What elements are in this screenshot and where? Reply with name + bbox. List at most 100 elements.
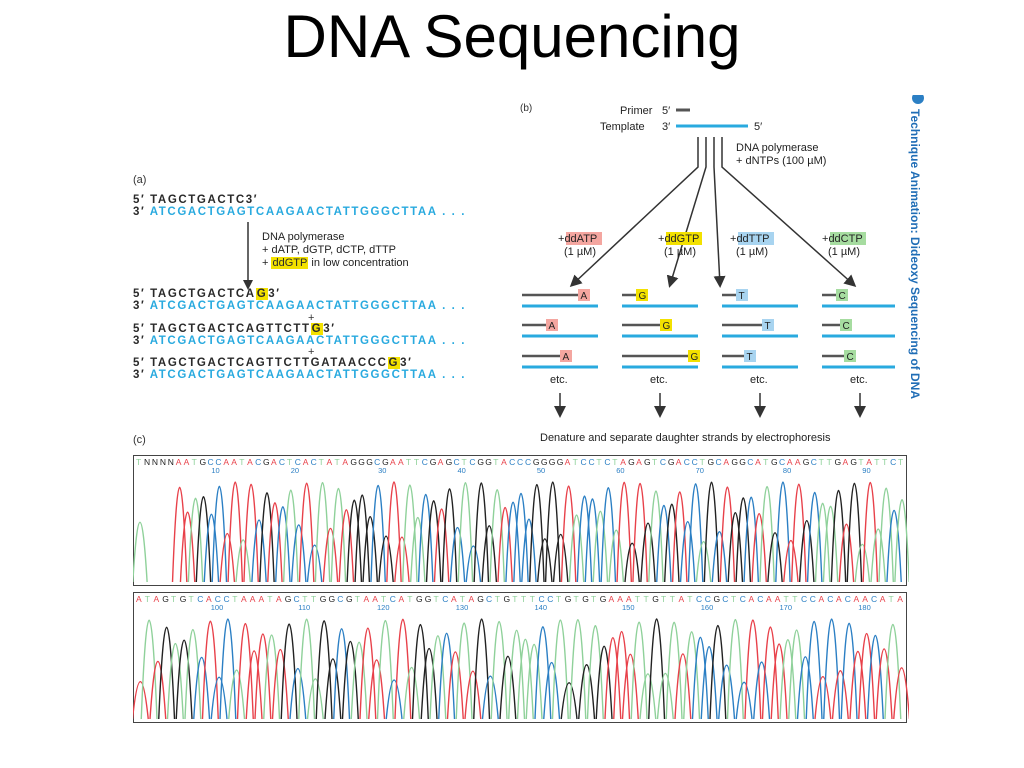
base-call: T: [612, 457, 617, 467]
base-call: T: [171, 594, 176, 604]
trace-peak: [743, 496, 760, 583]
base-call: G: [477, 594, 484, 604]
trace-peak: [508, 629, 526, 720]
base-call: N: [152, 457, 158, 467]
reaction-highlight: [566, 232, 602, 245]
trace-peak: [338, 509, 355, 583]
side-caption[interactable]: Technique Animation: Dideoxy Sequencing …: [893, 92, 943, 425]
reaction-name: +ddTTP: [730, 233, 769, 245]
side-caption-text[interactable]: Technique Animation: Dideoxy Sequencing …: [908, 109, 922, 399]
trace-peak: [378, 535, 394, 583]
trace-peak: [761, 626, 779, 720]
trace-peak: [333, 628, 351, 720]
base-call: C: [722, 594, 728, 604]
trace-peak: [346, 499, 363, 583]
base-call: C: [224, 594, 230, 604]
template-label: Template: [600, 121, 645, 133]
base-call: T: [302, 594, 307, 604]
position-label: 140: [535, 603, 548, 612]
product-prefix: 5′: [133, 323, 146, 335]
base-call: A: [176, 457, 182, 467]
base-call: T: [700, 457, 705, 467]
trace-peak: [368, 659, 386, 720]
base-call: G: [771, 457, 778, 467]
trace-peak: [254, 633, 272, 720]
trace-peak: [529, 484, 545, 583]
trace-peak: [464, 670, 482, 720]
product-seq: TAGCTGACTCAGTTCTTGATAACCC: [150, 357, 388, 369]
trace-peak: [569, 619, 587, 720]
base-call: T: [407, 594, 412, 604]
product-prefix: 5′: [133, 288, 146, 300]
base-call: A: [755, 457, 761, 467]
terminator-box: [844, 350, 856, 362]
trace-peak: [671, 491, 688, 583]
trace-peak: [330, 487, 347, 583]
trace-peak: [171, 486, 188, 583]
trace-peak: [133, 521, 148, 583]
position-label: 160: [701, 603, 714, 612]
base-call: G: [803, 457, 810, 467]
trace-peak: [846, 482, 863, 583]
base-call: A: [342, 457, 348, 467]
base-call: T: [381, 594, 386, 604]
note-line-2: + dATP, dGTP, dCTP, dTTP: [262, 244, 396, 256]
trace-peak: [608, 529, 625, 583]
trace-peak: [893, 667, 909, 720]
base-call: A: [842, 457, 848, 467]
terminator-base: C: [839, 291, 846, 302]
play-icon[interactable]: [912, 92, 924, 104]
base-call: A: [501, 457, 507, 467]
trace-peak: [536, 538, 553, 583]
trace-peak: [187, 497, 204, 583]
base-call: C: [294, 594, 300, 604]
base-call: A: [438, 457, 444, 467]
trace-peak: [656, 505, 672, 583]
reaction-highlight: [830, 232, 866, 245]
trace-peak: [497, 507, 513, 583]
trace-peak: [341, 641, 359, 720]
base-call: A: [626, 594, 632, 604]
base-call: G: [850, 457, 857, 467]
trace-peaks: [133, 618, 909, 720]
base-call: T: [898, 457, 903, 467]
terminator-box: [762, 319, 774, 331]
trace-peak: [691, 637, 709, 720]
position-label: 60: [616, 466, 624, 475]
trace-peak: [727, 512, 744, 583]
terminator-base: C: [843, 321, 850, 332]
base-call: A: [819, 594, 825, 604]
note-ddgtp: ddGTP: [271, 257, 309, 269]
base-call: C: [588, 457, 594, 467]
position-label: 150: [622, 603, 635, 612]
terminator-base: A: [549, 321, 556, 332]
trace-peak: [306, 544, 323, 583]
base-call: T: [192, 457, 197, 467]
base-call: C: [469, 457, 475, 467]
trace-peak: [438, 632, 456, 720]
trace-peak: [665, 621, 683, 720]
polymerase-line-1: DNA polymerase: [736, 142, 819, 154]
base-call: C: [811, 457, 817, 467]
base-call: A: [775, 594, 781, 604]
etc-label: etc.: [750, 374, 768, 386]
base-call: G: [652, 594, 659, 604]
plus-sign: +: [308, 312, 315, 324]
base-call: C: [390, 594, 396, 604]
trace-peak: [354, 494, 371, 583]
base-call: T: [687, 594, 692, 604]
trace-peak: [744, 619, 762, 720]
trace-peak: [201, 620, 219, 720]
base-call: C: [509, 457, 515, 467]
base-call: G: [180, 594, 187, 604]
trace-peak: [849, 650, 867, 720]
product-2: 5′ TAGCTGACTCAGTTCTTG3′: [133, 323, 336, 335]
trace-peak: [544, 481, 561, 583]
trace-peak: [282, 489, 299, 583]
product-3-template: 3′ ATCGACTGAGTCAAGAACTATTGGGCTTAA . . .: [133, 369, 466, 381]
arrow-to-g: [666, 137, 707, 288]
trace-peak: [796, 656, 814, 720]
reaction-conc: (1 µM): [564, 246, 596, 258]
